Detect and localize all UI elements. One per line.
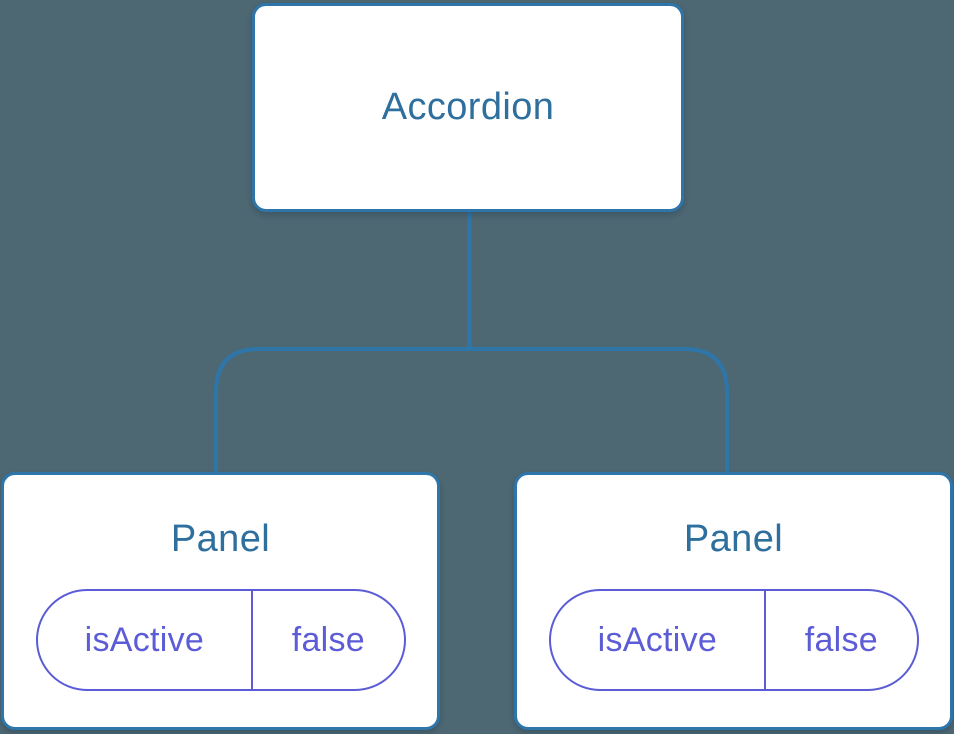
panel-node-label: Panel (683, 518, 784, 560)
panel-node-right: Panel isActive false (514, 472, 953, 730)
panel-node-left: Panel isActive false (1, 472, 440, 730)
state-value: false (804, 620, 879, 659)
state-pill: isActive false (548, 589, 919, 691)
state-name: isActive (597, 620, 718, 659)
branch-connector (214, 347, 729, 476)
state-name-cell: isActive (38, 591, 254, 689)
state-value-cell: false (253, 591, 403, 689)
panel-node-label: Panel (170, 518, 271, 560)
state-value: false (291, 620, 366, 659)
state-name-cell: isActive (551, 591, 767, 689)
state-value-cell: false (766, 591, 916, 689)
accordion-node: Accordion (252, 3, 684, 212)
state-pill: isActive false (35, 589, 406, 691)
accordion-node-label: Accordion (381, 86, 555, 128)
state-name: isActive (84, 620, 205, 659)
